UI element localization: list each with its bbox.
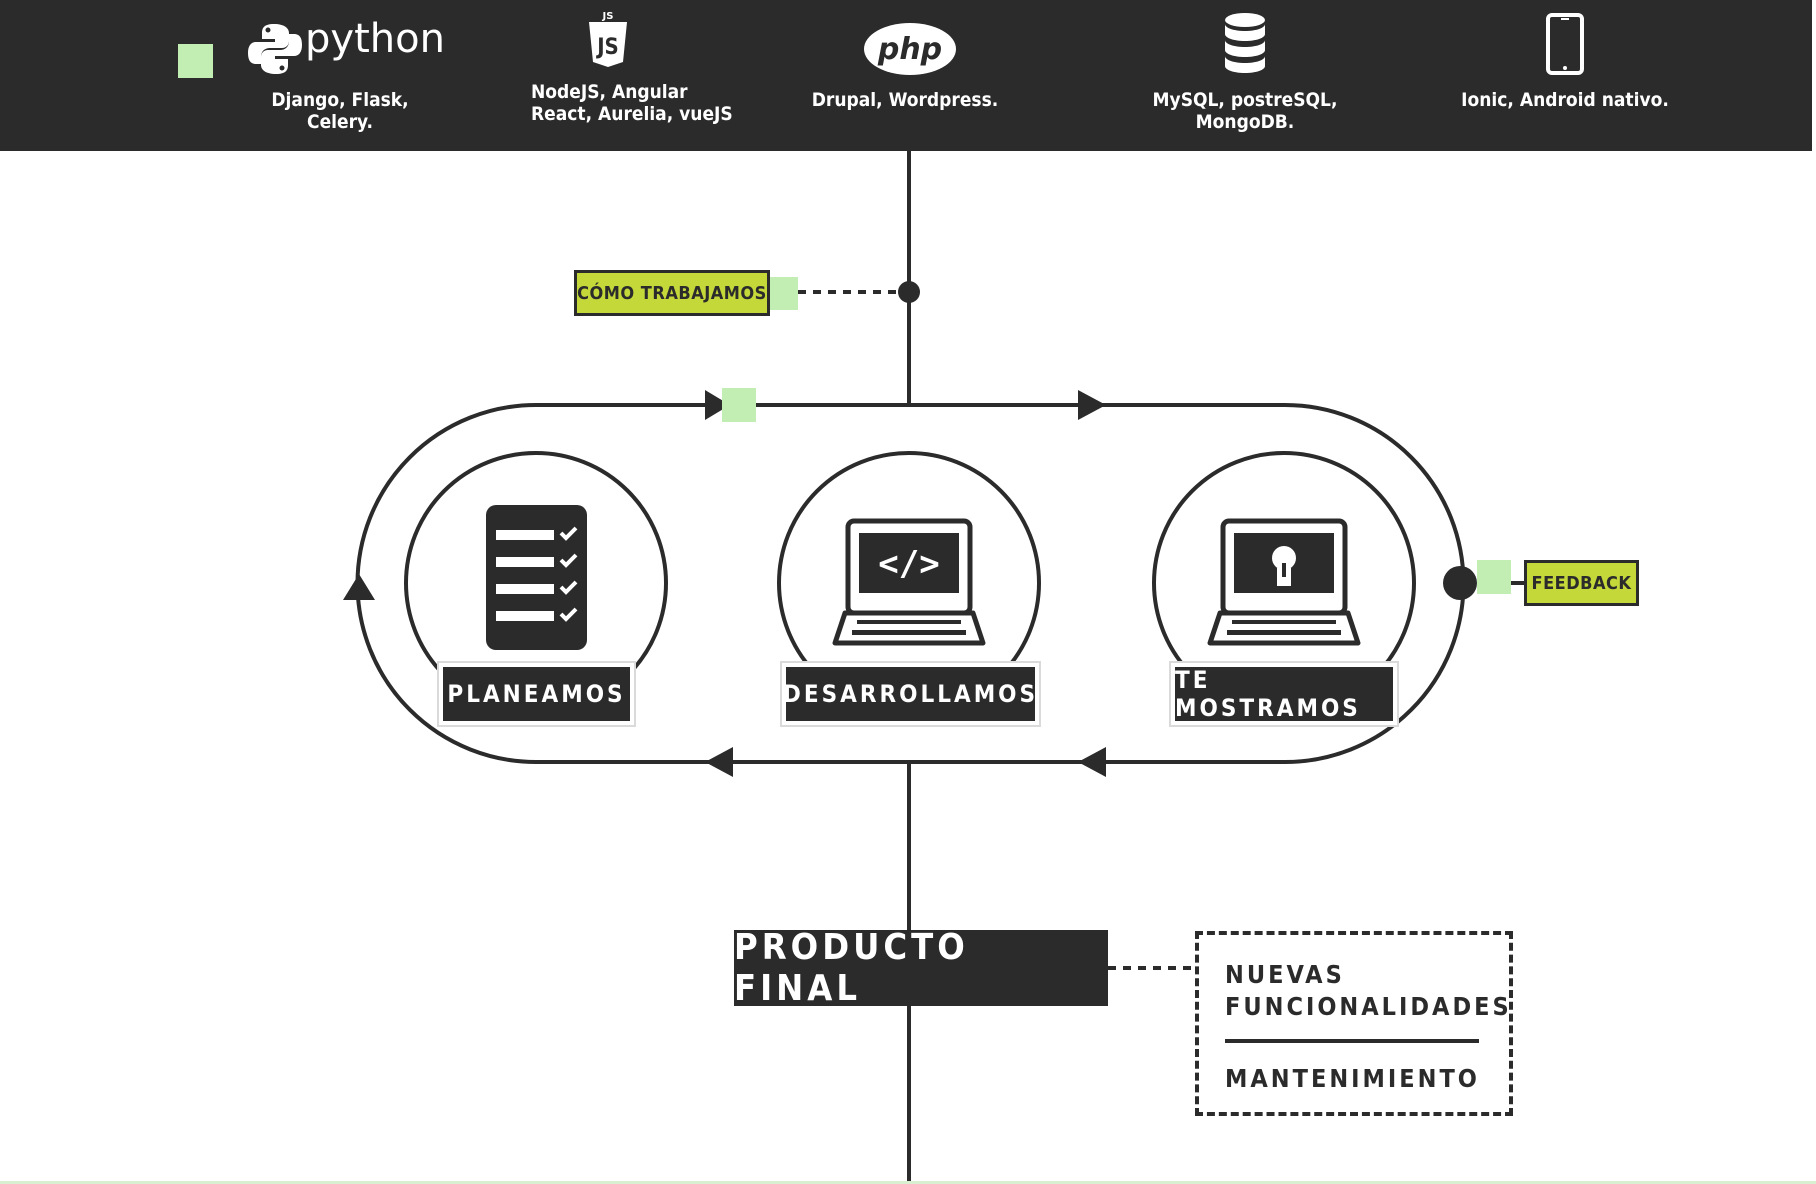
python-icon	[248, 24, 302, 74]
stage-label-desarrollamos: DESARROLLAMOS	[782, 663, 1039, 725]
svg-text:JS: JS	[602, 11, 614, 22]
arrow-up-icon	[343, 574, 375, 600]
laptop-lightbulb-icon	[1207, 518, 1361, 646]
tech-python: python Django, Flask, Celery.	[240, 0, 445, 151]
tech-mobile: Ionic, Android nativo.	[1460, 0, 1670, 151]
php-icon: php	[864, 23, 956, 75]
smartphone-icon	[1546, 13, 1584, 75]
tech-caption: NodeJS, Angular React, Aurelia, vueJS	[531, 81, 733, 125]
tech-php: php Drupal, Wordpress.	[800, 0, 1010, 151]
connector-dot	[898, 281, 920, 303]
workflow-loop	[355, 403, 1466, 764]
service-new-features: NUEVAS FUNCIONALIDADES	[1225, 960, 1512, 1021]
svg-text:</>: </>	[878, 544, 939, 584]
arrow-right-icon	[705, 390, 730, 420]
service-maintenance: MANTENIMIENTO	[1225, 1064, 1480, 1093]
how-we-work-tag: CÓMO TRABAJAMOS	[574, 270, 770, 316]
tech-caption: Django, Flask, Celery.	[271, 89, 409, 133]
services-divider	[1225, 1039, 1479, 1043]
python-logo-text: python	[305, 16, 445, 62]
bottom-border	[0, 1181, 1816, 1184]
tech-caption: Ionic, Android nativo.	[1461, 89, 1669, 111]
laptop-code-icon: </>	[832, 518, 986, 646]
tech-caption: MySQL, postreSQL, MongoDB.	[1152, 89, 1338, 133]
technologies-bar: python Django, Flask, Celery. JS JS Node…	[0, 0, 1812, 151]
svg-text:JS: JS	[595, 35, 619, 60]
arrow-right-icon	[1078, 390, 1106, 420]
arrow-left-icon	[705, 747, 733, 777]
svg-text:php: php	[877, 32, 942, 67]
feedback-tag: FEEDBACK	[1524, 560, 1639, 606]
accent-square	[178, 44, 213, 78]
accent-square	[1477, 560, 1511, 594]
stage-label-te-mostramos: TE MOSTRAMOS	[1171, 663, 1397, 725]
arrow-left-icon	[1078, 747, 1106, 777]
tech-javascript: JS JS NodeJS, Angular React, Aurelia, vu…	[531, 0, 751, 151]
final-product-box: PRODUCTO FINAL	[734, 927, 1108, 1009]
feedback-dot	[1443, 566, 1477, 600]
accent-square	[722, 388, 756, 422]
stage-label-planeamos: PLANEAMOS	[439, 663, 634, 725]
javascript-icon: JS JS	[589, 11, 627, 67]
tech-database: MySQL, postreSQL, MongoDB.	[1110, 0, 1380, 151]
services-box: NUEVAS FUNCIONALIDADES MANTENIMIENTO	[1195, 931, 1513, 1116]
database-icon	[1225, 13, 1265, 73]
checklist-icon	[486, 505, 587, 650]
tech-caption: Drupal, Wordpress.	[811, 89, 999, 111]
